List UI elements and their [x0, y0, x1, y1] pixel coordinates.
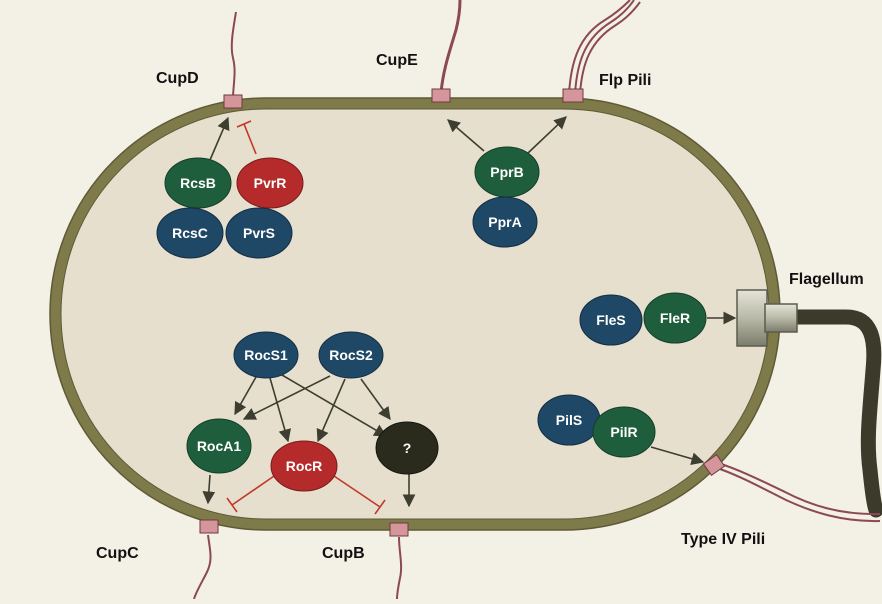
node-pils-label: PilS	[556, 412, 582, 428]
node-unknown-label: ?	[403, 440, 412, 456]
node-rcsb-shape	[164, 157, 232, 209]
flp-pilus-strand-3	[579, 1, 641, 95]
cupb-anchor	[389, 522, 409, 537]
node-rocs1: RocS1	[233, 331, 299, 379]
label-type-iv-pili: Type IV Pili	[681, 531, 765, 548]
node-roca1-label: RocA1	[197, 438, 242, 454]
cupc-pilus	[193, 534, 212, 600]
node-roca1-shape	[186, 418, 252, 474]
node-fles: FleS	[579, 294, 643, 346]
node-pilr-shape	[592, 406, 656, 458]
inhibit-rocr-cupc-bar	[226, 497, 238, 513]
node-ppra: PprA	[472, 196, 538, 248]
protein-nodes: RcsB PvrR RcsC PvrS PprB PprA FleS FleR	[156, 146, 707, 492]
arrow-pprb-cupe	[447, 119, 485, 152]
node-pvrr-label: PvrR	[254, 175, 287, 191]
label-cupe: CupE	[376, 52, 418, 69]
arrow-pilr-type-iv	[650, 446, 705, 465]
cupe-pilus	[439, 0, 462, 94]
cupd-pilus	[230, 11, 237, 97]
type-iv-anchor	[702, 453, 726, 477]
inhibit-rocr-cupb	[333, 475, 381, 508]
node-fler: FleR	[643, 292, 707, 344]
inhibit-pvrr-cupd	[243, 123, 257, 155]
node-fler-label: FleR	[660, 310, 690, 326]
flp-pilus-strand-1	[568, 0, 631, 95]
node-rocs1-shape	[233, 331, 299, 379]
cupe-anchor	[431, 88, 451, 103]
node-rcsc-shape	[156, 207, 224, 259]
pili	[193, 0, 881, 600]
node-pvrr-shape	[236, 157, 304, 209]
node-rocs2: RocS2	[318, 331, 384, 379]
inhibit-rocr-cupb-bar	[374, 499, 386, 515]
cupc-anchor	[199, 519, 219, 534]
regulatory-arrows	[202, 116, 737, 508]
arrow-rocs2-roca1	[242, 375, 331, 420]
type-iv-pilus-strand-1	[717, 462, 881, 516]
node-pvrr: PvrR	[236, 157, 304, 209]
inhibit-pvrr-cupd-bar	[236, 120, 252, 128]
node-pprb-label: PprB	[490, 164, 523, 180]
node-fles-label: FleS	[596, 312, 626, 328]
node-rocr-label: RocR	[286, 458, 323, 474]
node-pilr-label: PilR	[610, 424, 637, 440]
node-pvrs: PvrS	[225, 207, 293, 259]
node-rocs2-shape	[318, 331, 384, 379]
node-pprb: PprB	[474, 146, 540, 198]
node-rocr-shape	[270, 440, 338, 492]
arrow-rcsb-cupd	[209, 116, 230, 161]
label-flagellum: Flagellum	[789, 271, 864, 288]
node-unknown-shape	[375, 421, 439, 475]
node-rocr: RocR	[270, 440, 338, 492]
arrow-rocs1-roca1	[234, 376, 257, 416]
flp-pilus-strand-2	[574, 0, 635, 95]
node-rcsc-label: RcsC	[172, 225, 208, 241]
node-rcsb: RcsB	[164, 157, 232, 209]
node-pvrs-shape	[225, 207, 293, 259]
cupd-anchor	[223, 94, 243, 109]
node-fler-shape	[643, 292, 707, 344]
node-rcsb-label: RcsB	[180, 175, 216, 191]
arrow-rocs2-rocr	[316, 378, 346, 443]
label-cupc: CupC	[96, 545, 139, 562]
flagellum-hook-base	[736, 289, 768, 347]
label-cupb: CupB	[322, 545, 365, 562]
node-rocs1-label: RocS1	[244, 347, 288, 363]
arrow-rocs1-rocr	[269, 377, 291, 443]
node-fles-shape	[579, 294, 643, 346]
flagellum-filament	[787, 309, 882, 518]
flp-anchor	[562, 88, 584, 103]
node-rcsc: RcsC	[156, 207, 224, 259]
cupb-pilus	[396, 536, 403, 600]
label-cupd: CupD	[156, 70, 199, 87]
pilus-anchors	[199, 88, 726, 537]
node-ppra-shape	[472, 196, 538, 248]
inhibit-rocr-cupc	[231, 473, 278, 506]
external-labels: CupD CupE Flp Pili Flagellum Type IV Pil…	[96, 52, 864, 562]
type-iv-pilus-strand-2	[719, 468, 881, 523]
node-roca1: RocA1	[186, 418, 252, 474]
node-rocs2-label: RocS2	[329, 347, 373, 363]
arrow-roca1-cupc	[202, 474, 216, 505]
flagellum-basal-body	[736, 289, 798, 347]
arrow-pprb-flp	[527, 116, 567, 154]
arrow-rocs2-unknown	[360, 378, 391, 421]
flagellum-hook-shaft	[764, 303, 798, 333]
label-flp-pili: Flp Pili	[599, 72, 651, 89]
node-unknown: ?	[375, 421, 439, 475]
node-pilr: PilR	[592, 406, 656, 458]
node-pvrs-label: PvrS	[243, 225, 275, 241]
inhibition-lines	[226, 120, 386, 515]
node-pils: PilS	[537, 394, 601, 446]
node-ppra-label: PprA	[488, 214, 521, 230]
